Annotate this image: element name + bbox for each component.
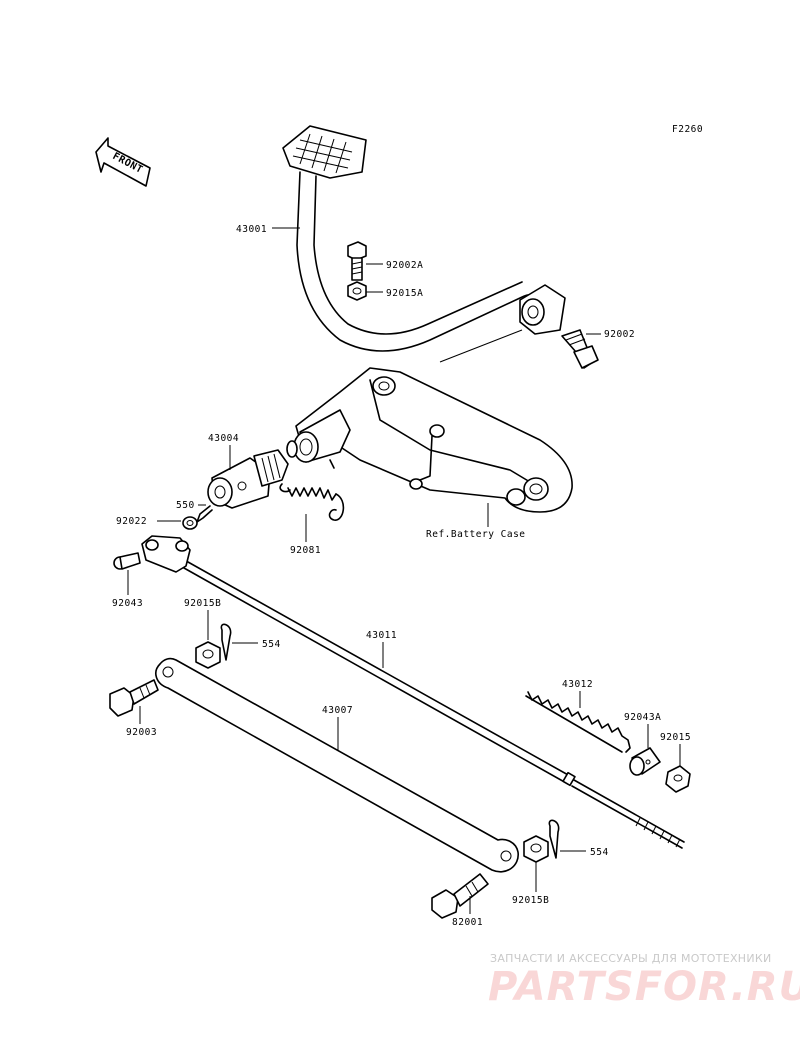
label-92002: 92002 <box>604 329 635 340</box>
label-43001: 43001 <box>236 224 267 235</box>
label-92015B-top: 92015B <box>184 598 221 609</box>
label-92015B-bottom: 92015B <box>512 895 549 906</box>
label-43011: 43011 <box>366 630 397 641</box>
reference-note: Ref.Battery Case <box>426 529 526 540</box>
bolt-92002 <box>561 329 599 369</box>
label-92015A: 92015A <box>386 288 423 299</box>
spring-92081 <box>279 483 345 521</box>
label-550: 550 <box>176 500 195 511</box>
figure-code: F2260 <box>672 124 703 135</box>
label-92043A: 92043A <box>624 712 661 723</box>
nut-92015 <box>665 765 691 793</box>
spring-43012 <box>525 691 631 753</box>
bracket-battery-case <box>286 367 573 513</box>
nut-92015B-bottom <box>523 835 549 863</box>
collar-92043A <box>629 747 661 776</box>
nut-92015A <box>347 281 367 301</box>
label-92015: 92015 <box>660 732 691 743</box>
label-43004: 43004 <box>208 433 239 444</box>
pin-92043 <box>113 552 141 570</box>
label-92081: 92081 <box>290 545 321 556</box>
label-43007: 43007 <box>322 705 353 716</box>
cotter-pin-554-bottom <box>548 819 560 859</box>
link-43007 <box>155 657 519 873</box>
label-82001: 82001 <box>452 917 483 928</box>
brake-pedal <box>282 125 566 363</box>
washer-92022 <box>182 516 198 530</box>
label-43012: 43012 <box>562 679 593 690</box>
nut-92015B-top <box>195 641 221 669</box>
cotter-pin-554-top <box>220 623 232 661</box>
label-554-top: 554 <box>262 639 281 650</box>
label-92043: 92043 <box>112 598 143 609</box>
bolt-92002A <box>347 241 367 281</box>
watermark-brand: PARTSFOR.RU <box>488 964 800 1010</box>
bolt-82001 <box>431 873 489 919</box>
label-92003: 92003 <box>126 727 157 738</box>
front-arrow-icon: FRONT <box>95 137 151 187</box>
watermark-tagline: ЗАПЧАСТИ И АКСЕССУАРЫ ДЛЯ МОТОТЕХНИКИ <box>490 952 772 965</box>
cotter-pin-550 <box>196 505 213 523</box>
label-92022: 92022 <box>116 516 147 527</box>
bolt-92003 <box>109 679 159 717</box>
label-92002A: 92002A <box>386 260 423 271</box>
rod-43011 <box>141 535 685 849</box>
lever-43004 <box>207 449 289 509</box>
label-554-bottom: 554 <box>590 847 609 858</box>
